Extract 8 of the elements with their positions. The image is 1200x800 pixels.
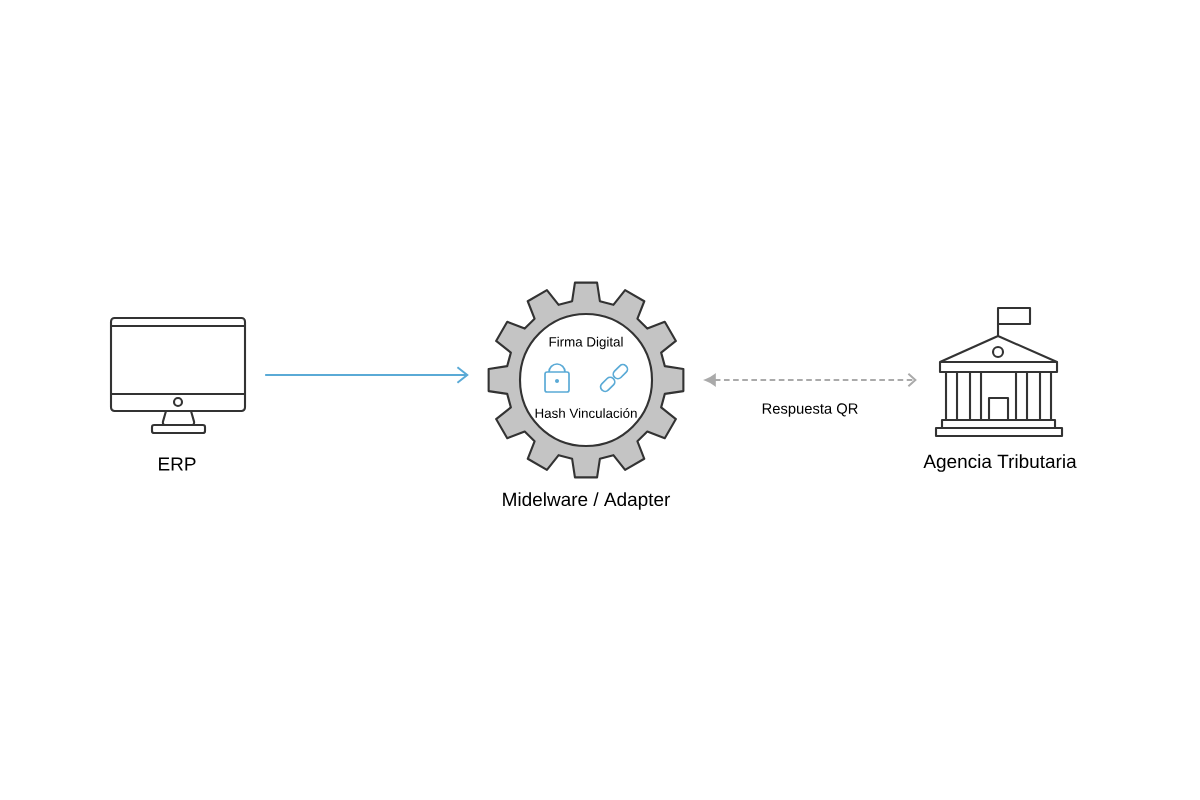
gear-label: Hash Vinculación: [535, 408, 637, 418]
arrow: [705, 372, 917, 388]
node-label: ERP: [159, 457, 196, 471]
node-label: Agencia Tributaria: [923, 454, 1077, 472]
node-label: Midelware / Adapter: [503, 492, 671, 510]
gear-label: Firma Digital: [549, 336, 623, 350]
edge-label: Respuesta QR: [760, 401, 860, 419]
arrow: [264, 366, 469, 384]
